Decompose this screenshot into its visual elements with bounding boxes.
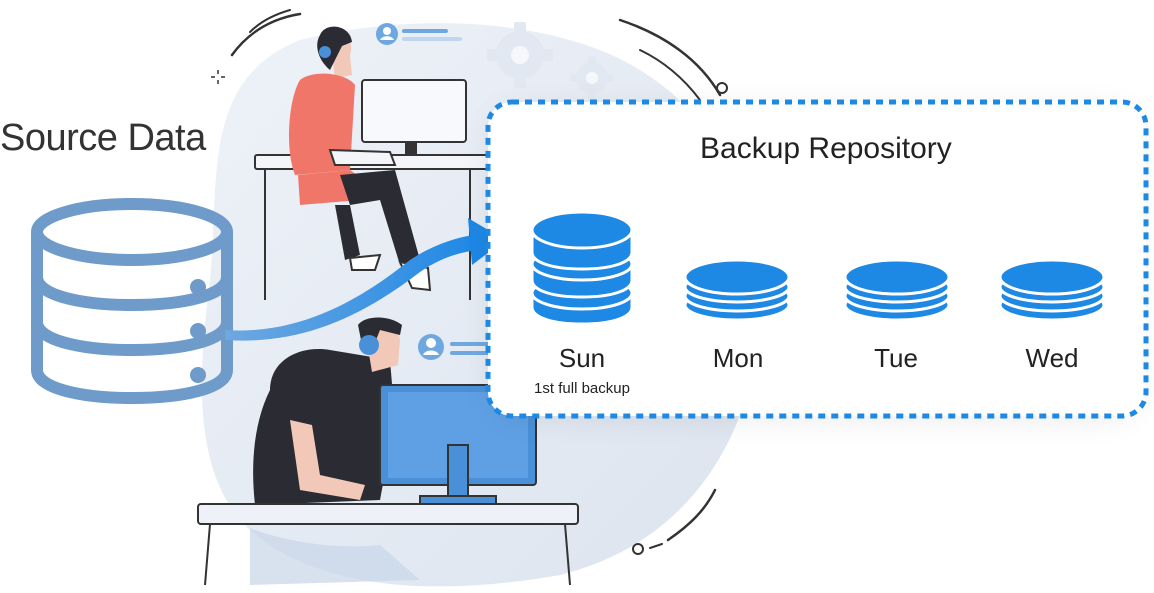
decorative-ring — [716, 82, 728, 94]
gear-icon — [487, 22, 553, 88]
source-data-title: Source Data — [0, 117, 206, 159]
day-label-mon: Mon — [712, 343, 764, 373]
decorative-dash — [649, 543, 663, 549]
backup-repository-panel — [485, 99, 1149, 419]
user-badge-icon — [418, 334, 490, 360]
day-label-tue: Tue — [874, 343, 918, 373]
decorative-arc — [618, 18, 722, 97]
database-status-dots — [190, 279, 206, 383]
decorative-arc — [249, 9, 291, 33]
decorative-arc — [666, 488, 717, 542]
decorative-arc — [230, 12, 302, 57]
sparkle-icon — [211, 70, 225, 84]
gear-icon — [570, 56, 614, 100]
incremental-backup-stack-icon — [683, 258, 791, 322]
day-label-sun: Sun — [558, 343, 606, 373]
repository-title: Backup Repository — [700, 132, 952, 165]
database-icon — [31, 198, 233, 405]
incremental-backup-stack-icon — [843, 258, 951, 322]
incremental-backup-stack-icon — [998, 258, 1106, 322]
worker-figure-lower — [197, 317, 579, 586]
worker-figure-upper — [254, 26, 496, 300]
user-badge-icon — [376, 23, 462, 45]
decorative-ring — [632, 543, 644, 555]
day-label-wed: Wed — [1025, 343, 1079, 373]
full-backup-note: 1st full backup — [534, 380, 630, 397]
full-backup-database-icon — [530, 210, 634, 326]
decorative-arc — [639, 49, 701, 101]
